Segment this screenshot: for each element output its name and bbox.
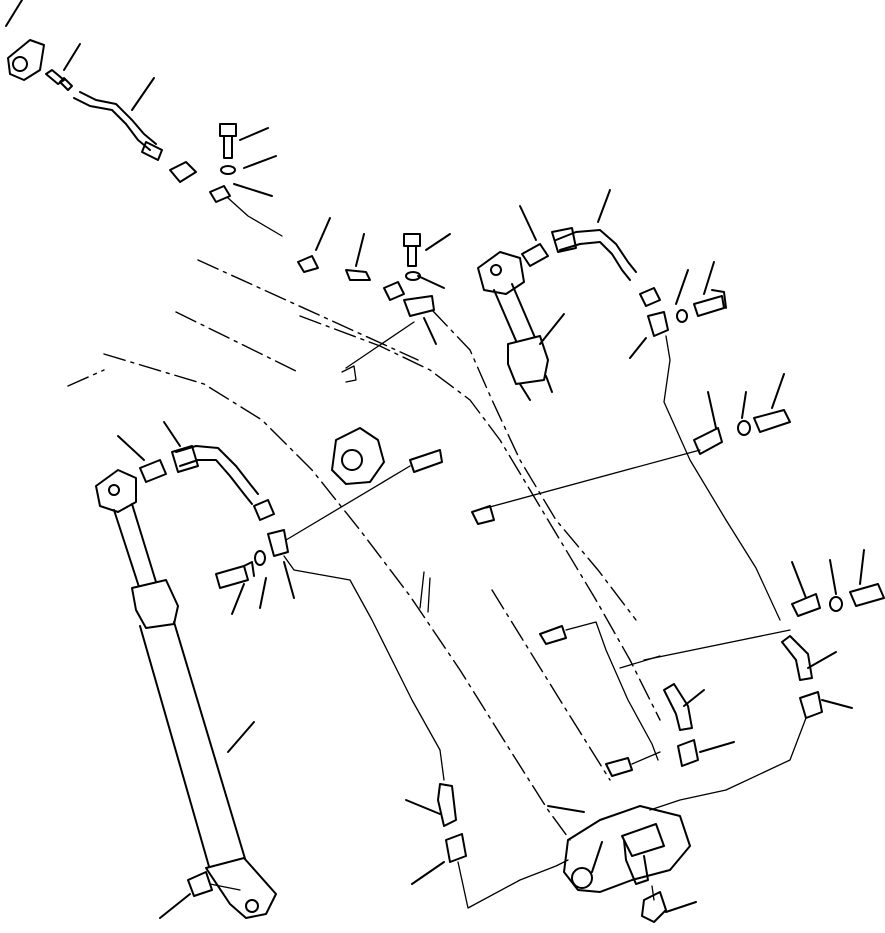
washer-right-mid: [737, 420, 751, 436]
top-left-fitting-group: [7, 39, 435, 317]
right-cylinder-group: [477, 227, 781, 621]
cylinder-right-collar: [507, 335, 549, 385]
tube-left-cross-end: [409, 449, 443, 473]
elbow-center: [663, 683, 693, 731]
washer-left: [254, 550, 266, 566]
boom-edge-upper: [197, 259, 419, 361]
fitting-left-2: [253, 499, 275, 521]
hose-left: [175, 445, 259, 495]
boom-outline: [67, 259, 691, 893]
elbow-left: [437, 783, 457, 827]
boom-outer-arc: [67, 369, 105, 387]
tube-cross-low: [643, 629, 791, 661]
guide-line-clip: [345, 321, 415, 369]
bolt-top-2: [403, 233, 421, 267]
small-clip: [341, 365, 357, 383]
clamp-top: [297, 255, 319, 273]
hose-right-end: [551, 227, 577, 253]
tube-bottom-link: [651, 885, 655, 901]
elbow-bottom: [641, 891, 667, 923]
hose-top-left: [73, 97, 151, 151]
bolt-top: [219, 123, 237, 159]
boom-arc-inner: [431, 309, 637, 621]
hose-left-2: [179, 459, 253, 505]
flange-bore: [12, 56, 28, 72]
adapter-fitting-1: [45, 69, 73, 91]
boom-arc-right: [299, 315, 661, 721]
union-center: [677, 739, 699, 767]
union-right: [799, 691, 823, 719]
leader-lines-right: [547, 373, 865, 913]
boom-foot-bracket: [621, 823, 665, 885]
fitting-left-1: [139, 459, 167, 483]
cylinder-right-barrel: [519, 375, 553, 401]
boom-lower-line: [491, 589, 611, 781]
left-cylinder-group: [95, 445, 569, 919]
tube-end-low: [539, 625, 567, 645]
boom-foot: [563, 805, 691, 893]
tube-end-mid: [471, 505, 495, 525]
hose-left-end: [171, 445, 199, 473]
tube-left-cross: [285, 465, 411, 541]
hose-right: [555, 229, 637, 273]
tee-fitting-top: [169, 161, 197, 183]
boom-edge-lower: [175, 311, 299, 373]
fitting-left-tee: [267, 529, 289, 557]
boom-pin-hole: [571, 867, 593, 889]
fitting-right-2: [639, 287, 661, 307]
hose-top-left-2: [79, 91, 157, 145]
tube-cross-low-2: [619, 655, 661, 669]
cylinder-left-head: [95, 469, 137, 513]
pin-top: [345, 269, 371, 281]
bolt-right-1: [693, 289, 727, 317]
right-middle-fittings: [471, 409, 885, 923]
grease-link: [209, 883, 241, 891]
tube-center-link: [631, 751, 661, 765]
tube-bottom-right: [649, 717, 807, 811]
pivot-ring: [331, 427, 385, 485]
washer-right-1: [676, 309, 688, 323]
tube-cross-mid: [485, 449, 701, 509]
fitting-right-1: [521, 243, 549, 267]
tube-left-guide: [419, 571, 425, 609]
tube-clip-top: [209, 185, 231, 203]
cylinder-right-rod: [493, 283, 537, 351]
elbow-right: [781, 635, 813, 681]
leader-lines-top-left: [5, 0, 451, 345]
tube-bottom: [457, 859, 569, 909]
tube-left-guide-2: [427, 577, 431, 613]
boom-centerline: [103, 353, 571, 841]
clip-right-low: [791, 593, 821, 617]
bolt-left: [215, 561, 255, 589]
cylinder-right-head-bore: [490, 264, 502, 276]
bolt-right-low: [849, 583, 885, 607]
bolt-right-mid: [753, 409, 791, 433]
cylinder-left-foot: [205, 857, 277, 919]
leader-lines-right-top: [519, 189, 715, 359]
cylinder-left-rod: [113, 503, 157, 591]
grease-fitting-left: [187, 871, 213, 897]
tube-left-long: [283, 555, 445, 781]
cylinder-left-barrel: [139, 621, 247, 871]
tube-right-long: [663, 335, 781, 621]
tube-center: [565, 621, 659, 761]
cylinder-left-head-bore: [108, 484, 120, 496]
union-left: [445, 833, 467, 863]
washer-top: [220, 165, 236, 175]
cylinder-left-collar: [131, 579, 179, 629]
fitting-right-tee: [647, 311, 669, 337]
bracket-top: [403, 295, 435, 317]
washer-right-low: [829, 596, 843, 612]
tube-top-1: [227, 197, 283, 237]
hose-end-nut: [141, 141, 163, 161]
tube-center-end: [605, 757, 633, 777]
pivot-ring-bore: [341, 449, 363, 471]
clip-right-mid: [693, 427, 723, 455]
cylinder-left-foot-bore: [245, 899, 259, 913]
leader-lines-left: [117, 421, 445, 919]
hose-right-2: [559, 241, 631, 281]
nut-top: [383, 281, 405, 301]
